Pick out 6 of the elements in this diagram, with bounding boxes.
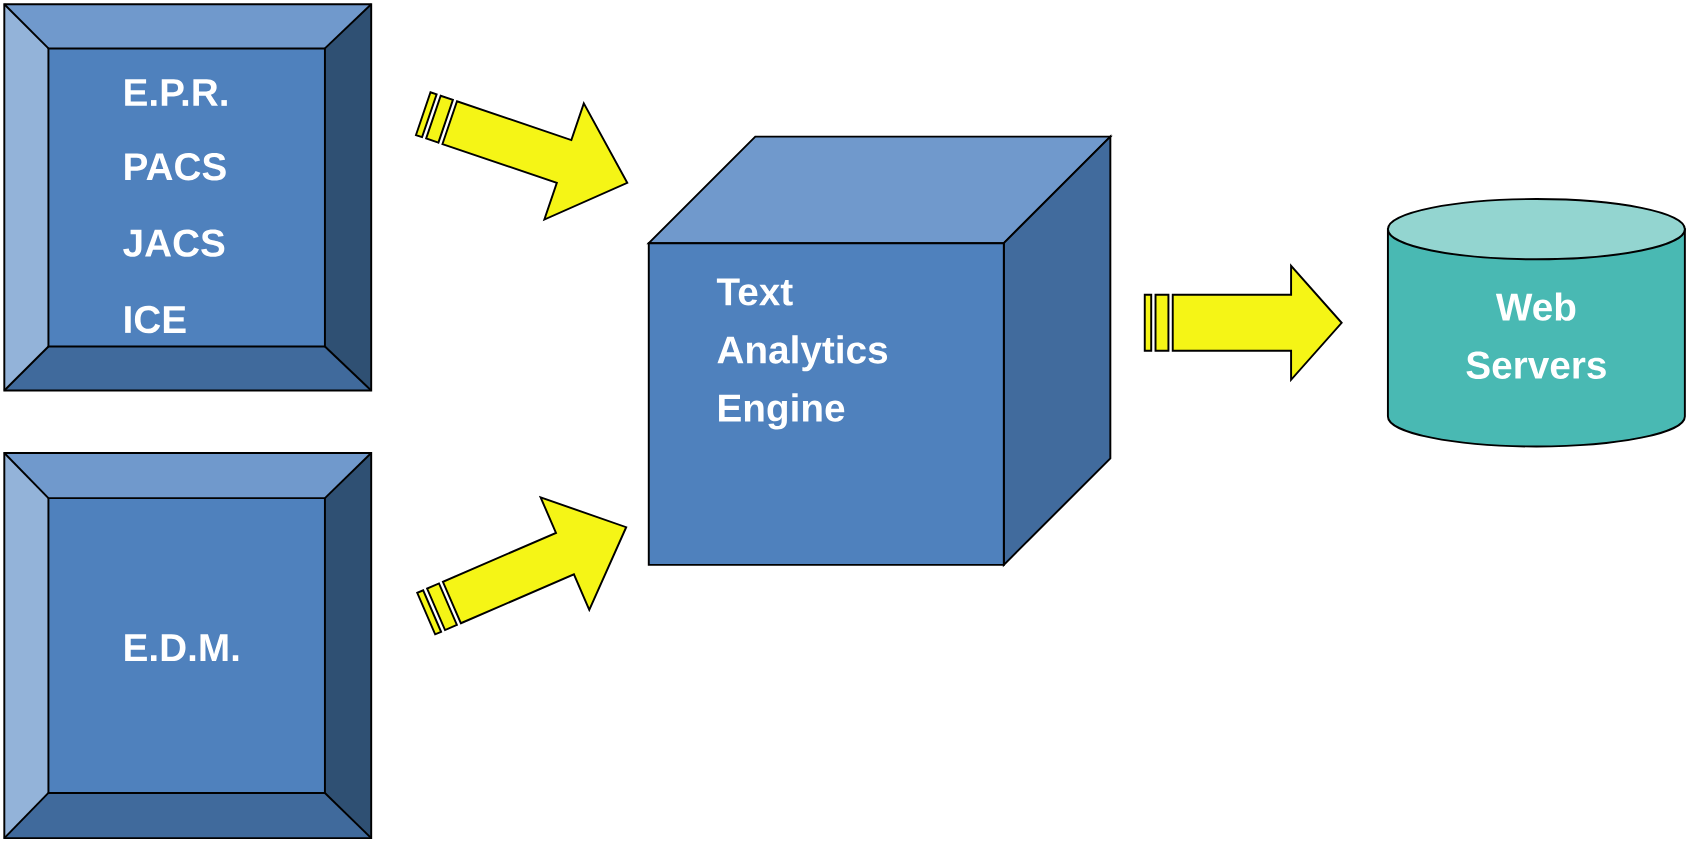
bevel-box: E.D.M.	[3, 451, 373, 839]
block-arrow	[1143, 263, 1343, 383]
block-arrow	[414, 90, 629, 222]
bevel-box: E.P.R. PACS JACS ICE	[3, 3, 373, 392]
block-arrow	[415, 495, 628, 636]
database-cylinder: Web Servers	[1386, 197, 1686, 448]
